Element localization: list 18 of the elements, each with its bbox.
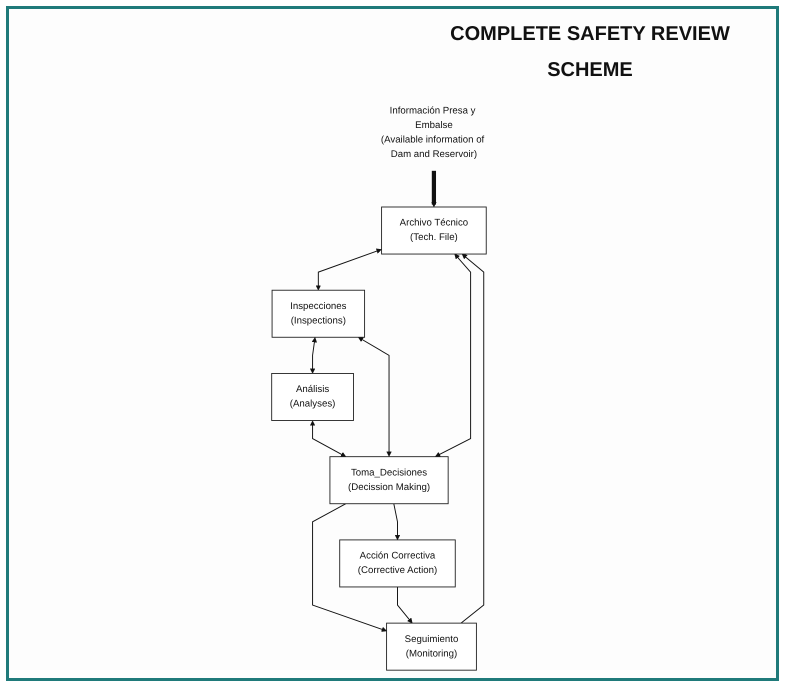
node-box: Archivo Técnico (Tech. File) bbox=[381, 206, 487, 254]
arrow bbox=[431, 170, 437, 208]
arrow bbox=[397, 586, 413, 624]
diagram-title: COMPLETE SAFETY REVIEW SCHEME bbox=[449, 22, 731, 83]
arrow bbox=[310, 420, 346, 457]
arrow bbox=[310, 337, 317, 374]
node-box: Inspecciones (Inspections) bbox=[272, 290, 366, 338]
node-box: Seguimiento (Monitoring) bbox=[386, 622, 477, 671]
arrow bbox=[316, 248, 382, 290]
arrow bbox=[460, 254, 484, 624]
arrow bbox=[312, 503, 387, 632]
arrow bbox=[393, 503, 400, 540]
node-text: Información Presa y Embalse (Available information of Dam and Reservoir) bbox=[380, 106, 484, 160]
node-box: Análisis (Analyses) bbox=[271, 373, 354, 421]
node-box: Acción Correctiva (Corrective Action) bbox=[339, 539, 456, 588]
arrow bbox=[358, 337, 392, 457]
arrow bbox=[435, 254, 472, 457]
node-box: Toma_Decisiones (Decission Making) bbox=[329, 456, 449, 504]
